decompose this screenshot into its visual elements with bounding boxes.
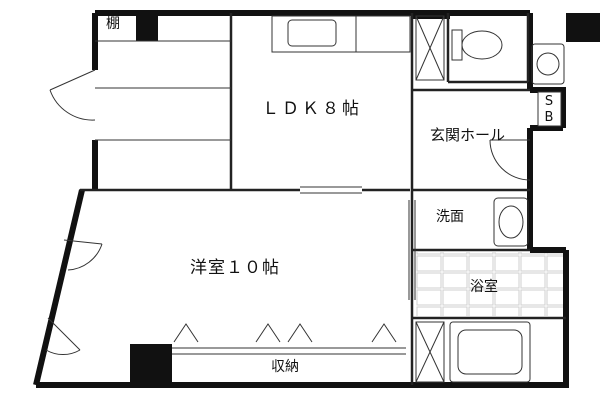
entrance-hall-label: 玄関ホール <box>430 126 506 144</box>
basin-icon <box>531 43 565 85</box>
windows <box>300 186 416 300</box>
western-room-label: 洋室１０帖 <box>190 258 280 278</box>
doors <box>45 69 531 356</box>
shoe-box-label: S B <box>541 94 557 126</box>
toilet-icon <box>451 29 503 61</box>
ldk-label: ＬＤＫ８帖 <box>262 99 362 119</box>
bathroom-label: 浴室 <box>470 279 498 295</box>
shoe-box-label-b: B <box>544 110 554 125</box>
bathtub-icon <box>449 321 531 383</box>
appliance-boxes <box>415 15 445 383</box>
closet-shelves <box>95 40 406 355</box>
shelf-label: 棚 <box>106 16 120 32</box>
kitchen-counter <box>271 15 411 53</box>
bathroom-tile-floor <box>416 252 565 316</box>
interior-walls <box>80 13 566 385</box>
washbasin-icon <box>493 197 529 247</box>
shoe-box <box>537 91 562 127</box>
shoe-box-label-s: S <box>544 94 554 109</box>
storage-label: 収納 <box>271 359 299 375</box>
washroom-label: 洗面 <box>436 209 464 225</box>
closet-doors <box>173 323 397 343</box>
